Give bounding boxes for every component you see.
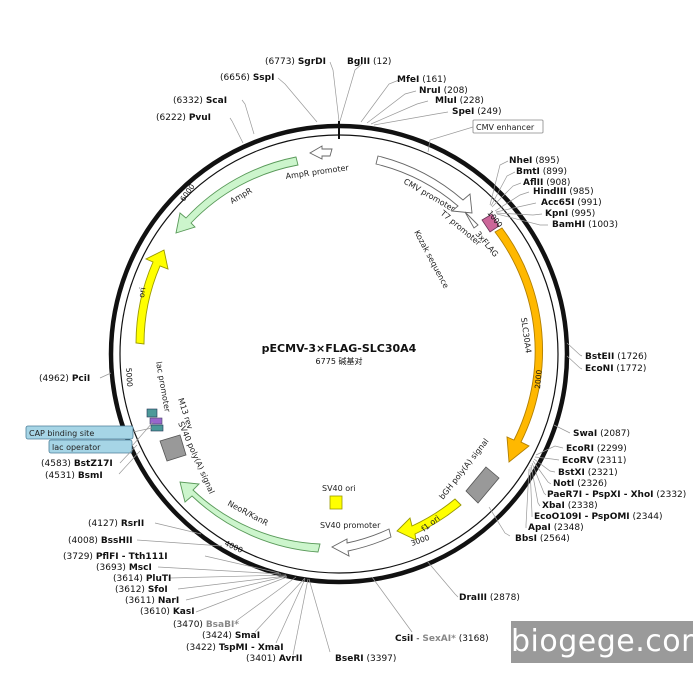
label-sv40-ori: SV40 ori xyxy=(322,484,356,493)
site-bsmi[interactable]: (4531) BsmI xyxy=(45,471,103,481)
callout-cap-binding: CAP binding site xyxy=(25,425,153,440)
feature-cmv-promoter[interactable] xyxy=(375,155,473,214)
site-msci[interactable]: (3693) MscI xyxy=(96,563,152,573)
site-bamhi[interactable]: BamHI (1003) xyxy=(552,220,618,230)
plasmid-size: 6775 碱基对 xyxy=(316,356,363,366)
site-pcii[interactable]: (4962) PciI xyxy=(39,374,90,384)
plasmid-name: pECMV-3×FLAG-SLC30A4 xyxy=(262,342,417,355)
feature-3xflag[interactable] xyxy=(481,213,500,233)
site-bstxi[interactable]: BstXI (2321) xyxy=(558,468,618,478)
feature-t7-promoter[interactable] xyxy=(464,211,479,229)
site-sfoi[interactable]: (3612) SfoI xyxy=(115,585,168,595)
feature-bgh-polya[interactable] xyxy=(465,466,500,504)
callout-cmv-enhancer-box xyxy=(472,119,544,134)
callout-lac-text: lac operator xyxy=(52,443,101,452)
label-ori: ori xyxy=(137,287,147,299)
site-kpni[interactable]: KpnI (995) xyxy=(545,209,595,219)
feature-neor-kanr[interactable] xyxy=(179,481,321,553)
feature-cap-site[interactable] xyxy=(150,424,164,432)
site-avrii[interactable]: (3401) AvrII xyxy=(246,654,302,664)
watermark-biogege: biogege.com xyxy=(511,621,700,663)
site-econi[interactable]: EcoNI (1772) xyxy=(585,364,646,374)
restriction-sites: (6773) SgrDI BglII (12) (6656) SspI MfeI… xyxy=(39,57,686,664)
callout-cap-text: CAP binding site xyxy=(29,429,94,438)
features-layer xyxy=(135,145,544,557)
feature-ampr[interactable] xyxy=(175,156,299,234)
site-bsabi[interactable]: (3470) BsaBI* xyxy=(173,620,239,630)
site-tspmi[interactable]: (3422) TspMI - XmaI xyxy=(186,643,284,653)
site-nari[interactable]: (3611) NarI xyxy=(125,596,179,606)
feature-f1-ori[interactable] xyxy=(396,498,462,541)
site-swai[interactable]: SwaI (2087) xyxy=(573,429,630,439)
label-sv40-promoter: SV40 promoter xyxy=(320,521,381,530)
tick-6000: 6000 xyxy=(178,182,196,203)
site-spei[interactable]: SpeI (249) xyxy=(452,107,501,117)
label-lac-promoter: lac promoter xyxy=(154,361,172,414)
tick-2000: 2000 xyxy=(533,369,544,389)
site-ecorv[interactable]: EcoRV (2311) xyxy=(562,456,626,466)
site-acc65i[interactable]: Acc65I (991) xyxy=(541,198,602,208)
label-t7-promoter: T7 promoter xyxy=(438,208,483,248)
feature-ampr-promoter[interactable] xyxy=(309,145,333,160)
tick-5000: 5000 xyxy=(124,368,134,388)
site-bseri[interactable]: BseRI (3397) xyxy=(335,654,396,664)
callout-cmv-enhancer: CMV enhancer xyxy=(427,119,544,153)
site-bglii[interactable]: BglII (12) xyxy=(347,57,391,67)
site-ecoo109i[interactable]: EcoO109I - PspOMI (2344) xyxy=(534,512,662,522)
site-apai[interactable]: ApaI (2348) xyxy=(528,523,584,533)
feature-m13-rev[interactable] xyxy=(149,417,163,425)
feature-slc30a4[interactable] xyxy=(494,227,544,463)
callout-cap-box xyxy=(25,425,134,440)
site-bmti[interactable]: BmtI (899) xyxy=(516,167,567,177)
site-nhei[interactable]: NheI (895) xyxy=(509,156,559,166)
feature-sv40-promoter[interactable] xyxy=(331,528,392,557)
site-csii-sexai[interactable]: CsiI - SexAI* (3168) xyxy=(395,634,489,644)
callout-cmv-enhancer-text: CMV enhancer xyxy=(476,123,535,132)
site-xbai[interactable]: XbaI (2338) xyxy=(542,501,598,511)
site-scai[interactable]: (6332) ScaI xyxy=(173,96,227,106)
site-rsrii[interactable]: (4127) RsrII xyxy=(88,519,144,529)
site-sgrdi[interactable]: (6773) SgrDI xyxy=(265,57,326,67)
site-pflfi[interactable]: (3729) PflFI - Tth111I xyxy=(63,552,168,562)
site-pluti[interactable]: (3614) PluTI xyxy=(113,574,171,584)
site-kasi[interactable]: (3610) KasI xyxy=(140,607,195,617)
site-bbsi[interactable]: BbsI (2564) xyxy=(515,534,570,544)
site-smai[interactable]: (3424) SmaI xyxy=(202,631,260,641)
site-bsteii[interactable]: BstEII (1726) xyxy=(585,352,647,362)
site-sspi[interactable]: (6656) SspI xyxy=(220,73,274,83)
site-mlui[interactable]: MluI (228) xyxy=(435,96,484,106)
site-hindiii[interactable]: HindIII (985) xyxy=(533,187,594,197)
feature-sv40-ori[interactable] xyxy=(329,495,343,510)
site-aflii[interactable]: AflII (908) xyxy=(523,178,570,188)
site-pvui[interactable]: (6222) PvuI xyxy=(156,113,211,123)
callout-lac-operator: lac operator xyxy=(48,421,154,454)
site-nrui[interactable]: NruI (208) xyxy=(419,86,468,96)
site-draiii[interactable]: DraIII (2878) xyxy=(459,593,520,603)
feature-ori[interactable] xyxy=(135,249,169,345)
site-noti[interactable]: NotI (2326) xyxy=(553,479,607,489)
label-slc30a4: SLC30A4 xyxy=(519,317,533,354)
callout-lac-box xyxy=(48,439,133,454)
site-bstz17i[interactable]: (4583) BstZ17I xyxy=(41,459,113,469)
site-ecori[interactable]: EcoRI (2299) xyxy=(566,444,627,454)
site-mfei[interactable]: MfeI (161) xyxy=(397,75,446,85)
label-kozak: Kozak sequence xyxy=(412,229,450,290)
feature-lac-promoter-block[interactable] xyxy=(146,408,158,418)
feature-sv40-polya[interactable] xyxy=(159,434,187,462)
site-paer7i[interactable]: PaeR7I - PspXI - XhoI (2332) xyxy=(547,490,686,500)
site-bsshii[interactable]: (4008) BssHII xyxy=(68,536,133,546)
